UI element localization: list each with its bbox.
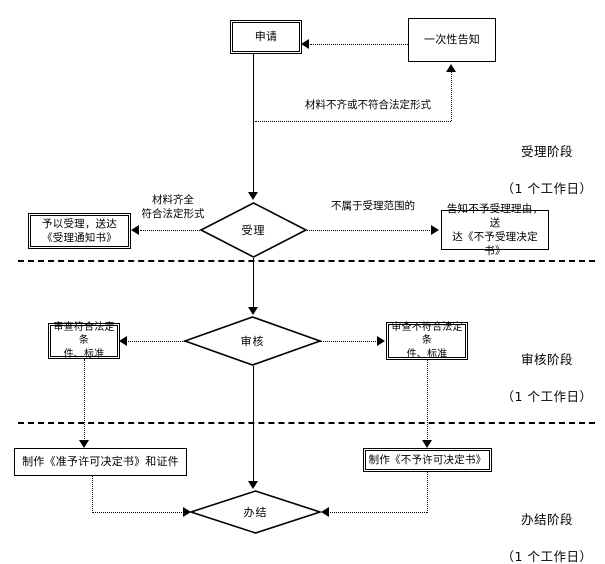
node-disapprove-doc[interactable]: 制作《不予许可决定书》	[363, 448, 492, 472]
node-application[interactable]: 申请	[230, 20, 302, 54]
stage-label-complete: 办结阶段 （1 个工作日）	[492, 492, 602, 564]
stage-review-name: 审核阶段	[520, 351, 573, 367]
edge-incomplete-materials-vertical	[451, 72, 452, 121]
node-accept-result[interactable]: 予以受理，送达 《受理通知书》	[28, 213, 131, 249]
edge-notice-to-application	[310, 44, 408, 45]
decision-review-shape	[182, 316, 323, 366]
node-review-fail-label: 审查不符合法定条 件、标准	[391, 321, 463, 360]
node-one-time-notice[interactable]: 一次性告知	[408, 18, 496, 62]
node-approve-doc[interactable]: 制作《准予许可决定书》和证件	[14, 448, 187, 476]
arrowhead-disapprove-doc-to-complete	[321, 507, 329, 517]
decision-complete[interactable]: 办结	[188, 490, 323, 534]
edge-pass-to-approve-doc	[84, 359, 85, 441]
arrowhead-notice-to-application	[301, 39, 309, 49]
stage-complete-duration: （1 个工作日）	[501, 549, 593, 564]
stage-acceptance-duration: （1 个工作日）	[501, 181, 593, 197]
node-review-fail[interactable]: 审查不符合法定条 件、标准	[386, 322, 468, 360]
edge-disapprove-doc-to-complete	[330, 512, 427, 513]
node-reject-accept-result-label: 告知不予受理理由，送 达《不予受理决定书》	[446, 202, 544, 258]
edge-application-to-acceptance	[253, 54, 254, 192]
decision-acceptance-label: 受理	[241, 224, 266, 237]
edge-acceptance-to-accept-result	[140, 230, 200, 231]
stage-review-duration: （1 个工作日）	[501, 389, 593, 405]
arrowhead-review-to-fail	[377, 336, 385, 346]
arrowhead-review-to-pass	[119, 336, 127, 346]
edge-fail-to-disapprove-doc	[427, 360, 428, 441]
decision-acceptance-shape	[199, 202, 308, 258]
label-out-of-scope: 不属于受理范围的	[331, 200, 415, 212]
arrowhead-acceptance-to-reject-result	[431, 225, 439, 235]
decision-complete-label: 办结	[243, 506, 268, 519]
edge-incomplete-materials-horizontal	[255, 121, 451, 122]
node-disapprove-doc-label: 制作《不予许可决定书》	[368, 453, 487, 466]
arrowhead-fail-to-disapprove-doc	[422, 440, 432, 448]
edge-disapprove-doc-down	[427, 472, 428, 513]
arrowhead-incomplete-materials	[446, 64, 456, 72]
decision-acceptance[interactable]: 受理	[199, 202, 308, 258]
node-accept-result-label: 予以受理，送达 《受理通知书》	[42, 217, 117, 244]
arrowhead-review-to-complete	[248, 481, 258, 489]
stage-divider-review	[18, 422, 595, 424]
edge-approve-doc-down	[92, 476, 93, 513]
node-application-label: 申请	[254, 29, 278, 43]
arrowhead-pass-to-approve-doc	[79, 440, 89, 448]
arrowhead-application-to-acceptance	[248, 192, 258, 200]
decision-review[interactable]: 审核	[182, 316, 323, 366]
node-review-pass-label: 审查符合法定条 件、标准	[53, 321, 115, 360]
node-one-time-notice-label: 一次性告知	[424, 32, 480, 46]
edge-acceptance-to-reject-result	[307, 230, 432, 231]
arrowhead-acceptance-to-accept-result	[131, 225, 139, 235]
label-incomplete-materials: 材料不齐或不符合法定形式	[305, 99, 431, 111]
edge-approve-doc-to-complete	[92, 512, 184, 513]
stage-acceptance-name: 受理阶段	[520, 143, 573, 159]
edge-acceptance-to-review	[253, 258, 254, 308]
stage-label-acceptance: 受理阶段 （1 个工作日）	[492, 124, 602, 218]
edge-review-to-complete	[253, 366, 254, 482]
node-approve-doc-label: 制作《准予许可决定书》和证件	[22, 454, 179, 468]
stage-complete-name: 办结阶段	[520, 511, 573, 527]
decision-review-label: 审核	[240, 335, 265, 348]
node-reject-accept-result[interactable]: 告知不予受理理由，送 达《不予受理决定书》	[441, 203, 549, 257]
edge-review-to-fail	[320, 341, 378, 342]
decision-complete-shape	[188, 490, 323, 534]
stage-divider-acceptance	[18, 260, 595, 262]
label-materials-complete: 材料齐全 符合法定形式	[141, 194, 205, 220]
edge-review-to-pass	[128, 341, 185, 342]
arrowhead-acceptance-to-review	[248, 307, 258, 315]
arrowhead-approve-doc-to-complete	[183, 507, 191, 517]
stage-label-review: 审核阶段 （1 个工作日）	[492, 332, 602, 426]
node-review-pass[interactable]: 审查符合法定条 件、标准	[48, 321, 120, 360]
